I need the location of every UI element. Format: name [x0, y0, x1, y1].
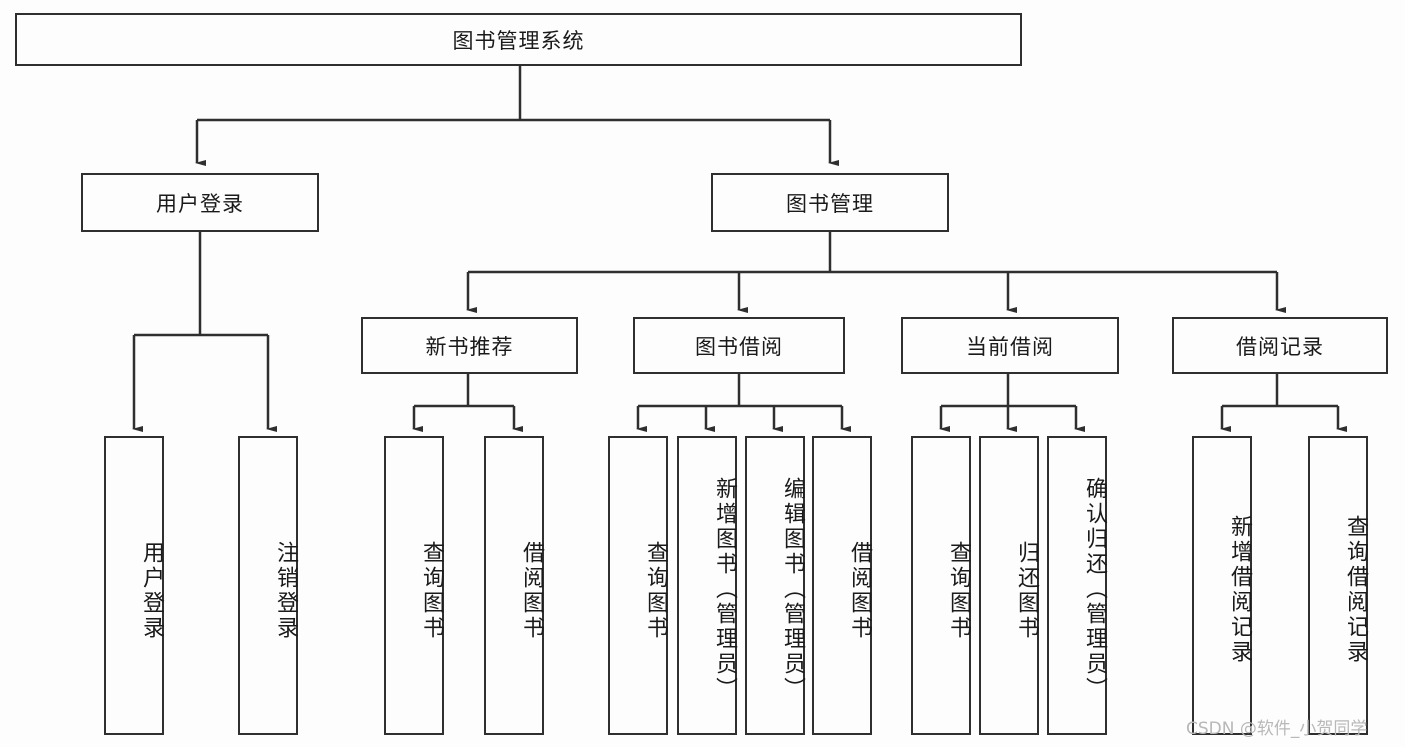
leaf-borrow-edit-book[interactable]: 编辑图书（管理员）: [745, 436, 805, 735]
node-current-borrow[interactable]: 当前借阅: [901, 317, 1119, 374]
leaf-new-book-borrow[interactable]: 借阅图书: [484, 436, 544, 735]
leaf-borrow-add-book-label: 新增图书（管理员）: [712, 477, 737, 702]
leaf-current-query[interactable]: 查询图书: [911, 436, 971, 735]
node-book-borrow-label: 图书借阅: [695, 334, 783, 359]
leaf-borrow-query[interactable]: 查询图书: [608, 436, 668, 735]
leaf-current-confirm-return[interactable]: 确认归还（管理员）: [1047, 436, 1107, 735]
leaf-new-book-query-label: 查询图书: [419, 540, 444, 641]
node-book-borrow[interactable]: 图书借阅: [633, 317, 845, 374]
leaf-logout-label: 注销登录: [273, 540, 298, 641]
leaf-logout[interactable]: 注销登录: [238, 436, 298, 735]
leaf-new-book-borrow-label: 借阅图书: [519, 540, 544, 641]
leaf-current-return-label: 归还图书: [1014, 540, 1039, 641]
csdn-watermark: CSDN @软件_小贺同学: [1186, 719, 1368, 739]
leaf-record-add-label: 新增借阅记录: [1227, 514, 1252, 665]
leaf-borrow-edit-book-label: 编辑图书（管理员）: [780, 477, 805, 702]
node-new-book-recommend[interactable]: 新书推荐: [361, 317, 578, 374]
leaf-record-query-label: 查询借阅记录: [1343, 514, 1368, 665]
leaf-record-add[interactable]: 新增借阅记录: [1192, 436, 1252, 735]
node-user-login-label: 用户登录: [156, 191, 244, 216]
node-book-management[interactable]: 图书管理: [711, 173, 949, 232]
leaf-user-login-label: 用户登录: [139, 540, 164, 641]
leaf-current-return[interactable]: 归还图书: [979, 436, 1039, 735]
leaf-borrow-add-book[interactable]: 新增图书（管理员）: [677, 436, 737, 735]
node-new-book-recommend-label: 新书推荐: [425, 334, 514, 359]
leaf-current-confirm-return-label: 确认归还（管理员）: [1082, 477, 1107, 702]
node-root-label: 图书管理系统: [452, 28, 585, 53]
node-root[interactable]: 图书管理系统: [15, 13, 1022, 66]
leaf-borrow-borrow-book[interactable]: 借阅图书: [812, 436, 872, 735]
node-user-login[interactable]: 用户登录: [81, 173, 319, 232]
node-book-management-label: 图书管理: [786, 191, 874, 216]
leaf-user-login[interactable]: 用户登录: [104, 436, 164, 735]
leaf-current-query-label: 查询图书: [946, 540, 971, 641]
leaf-new-book-query[interactable]: 查询图书: [384, 436, 444, 735]
node-borrow-record[interactable]: 借阅记录: [1172, 317, 1388, 374]
node-borrow-record-label: 借阅记录: [1236, 334, 1324, 359]
leaf-borrow-query-label: 查询图书: [643, 540, 668, 641]
leaf-borrow-borrow-book-label: 借阅图书: [847, 540, 872, 641]
node-current-borrow-label: 当前借阅: [966, 334, 1054, 359]
leaf-record-query[interactable]: 查询借阅记录: [1308, 436, 1368, 735]
